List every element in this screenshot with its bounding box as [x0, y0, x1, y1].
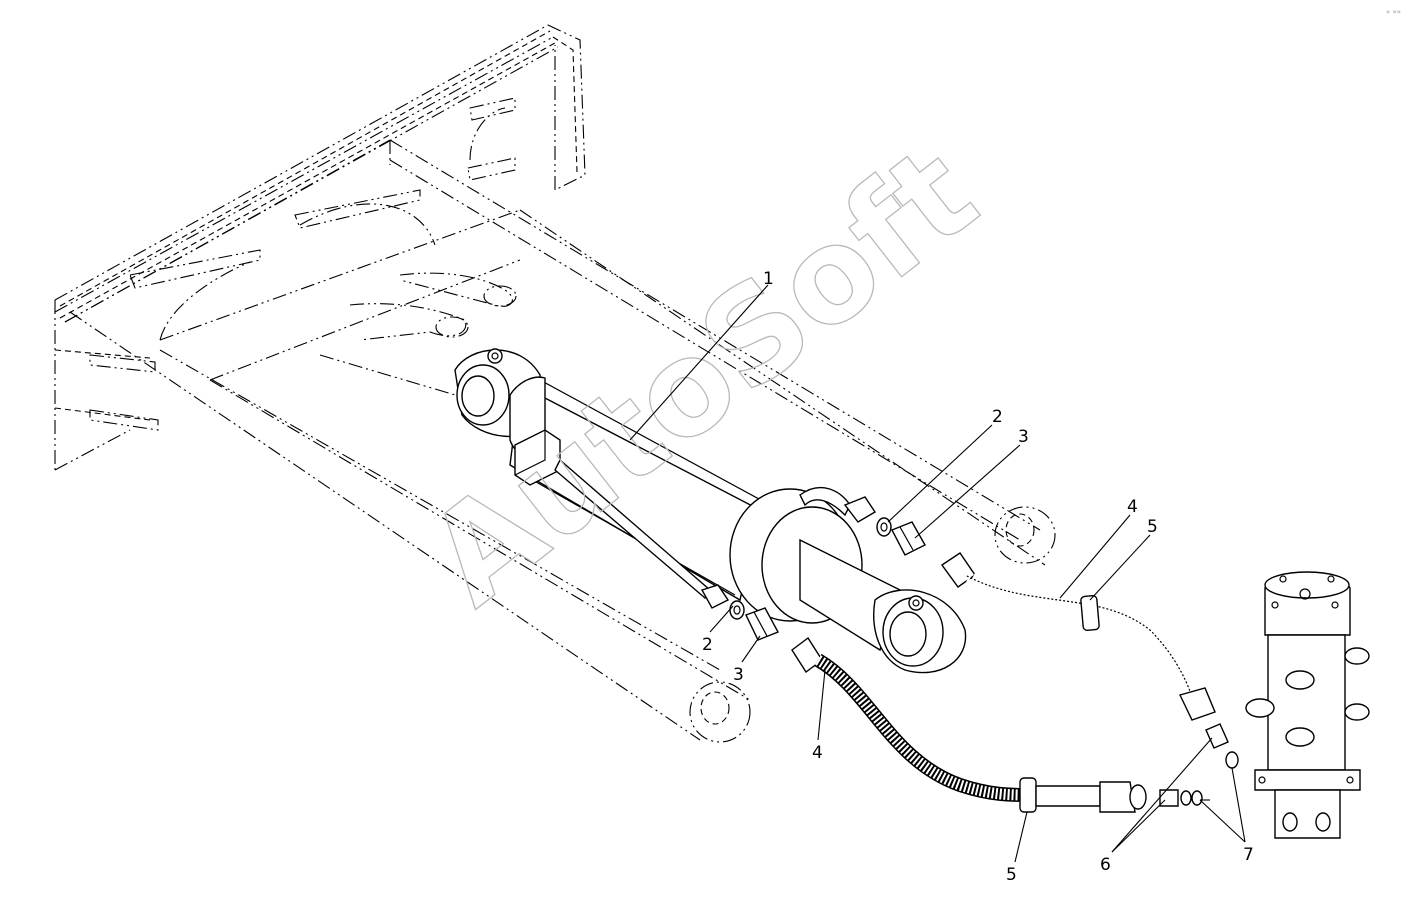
callout-7: 7	[1243, 845, 1254, 865]
upper-hose	[941, 552, 1216, 721]
callout-4: 4	[812, 743, 823, 763]
upper-washer-and-adapter	[876, 517, 926, 556]
leader-lines	[629, 284, 1246, 863]
vehicle-frame-phantom	[54, 24, 1056, 743]
lower-hose	[791, 636, 1147, 813]
callout-2: 2	[702, 635, 713, 655]
callout-2: 2	[992, 407, 1003, 427]
callout-labels: 1 2 3 2 3 4 5 4 5 6 7	[702, 269, 1254, 885]
callout-5: 5	[1006, 865, 1017, 885]
callout-1: 1	[763, 269, 774, 289]
callout-6: 6	[1100, 855, 1111, 875]
corner-mark: » »»	[1386, 8, 1401, 16]
callout-5: 5	[1147, 517, 1158, 537]
lower-washer-and-adapter	[729, 600, 779, 641]
callout-4: 4	[1127, 497, 1138, 517]
hydraulic-cylinder	[454, 348, 967, 674]
adapter-fittings-and-seals	[1159, 723, 1239, 807]
callout-3: 3	[1018, 427, 1029, 447]
rotary-swivel-joint	[1245, 571, 1370, 839]
callout-3: 3	[733, 665, 744, 685]
